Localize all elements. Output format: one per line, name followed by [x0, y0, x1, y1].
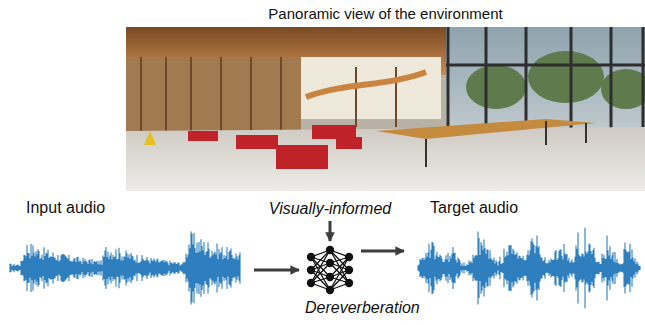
panorama-scene [126, 27, 645, 191]
graphic-part [466, 65, 526, 109]
graphic-part [220, 57, 222, 137]
graphic-part [528, 51, 604, 103]
node-label: Panoramic view of the environment [126, 0, 645, 23]
graphic-part [165, 57, 167, 137]
audio-box: Input audio [8, 198, 248, 304]
panorama-panel: Panoramic view of the environment [126, 0, 645, 26]
floor [126, 127, 645, 191]
graphic-part [140, 57, 142, 137]
flow-arrow [254, 269, 299, 272]
graphic-part [355, 67, 357, 127]
long-table [376, 119, 596, 139]
net-neuron [307, 253, 315, 261]
wall-slats [141, 57, 396, 137]
net-neuron [345, 266, 353, 274]
net-neuron [326, 246, 334, 254]
component-label: Dereverberation [305, 298, 355, 317]
net-neuron [345, 253, 353, 261]
graphic-part [188, 131, 218, 141]
graphic-part [276, 145, 328, 169]
graphic-part [236, 135, 278, 149]
net-neuron [307, 266, 315, 274]
net-neuron [307, 279, 315, 287]
node-label: Visually-informed [269, 199, 391, 218]
trees [466, 51, 645, 109]
flow-arrow [361, 250, 404, 253]
net-neuron [345, 279, 353, 287]
graphic-part [642, 27, 645, 139]
table-legs [426, 121, 586, 167]
graphic-part [601, 69, 645, 109]
stair-ribbon [306, 72, 426, 97]
graphic-part [610, 27, 613, 139]
condition-label: Visually-informed [269, 199, 391, 218]
graphic-part [545, 121, 547, 145]
audio-box: Target audio [410, 198, 642, 304]
reverberant-waveform [10, 232, 240, 305]
caution-sign [144, 131, 156, 145]
graphic-part [395, 67, 397, 127]
net-neuron [326, 286, 334, 294]
graphic-part [190, 57, 192, 137]
graphic-part [250, 57, 252, 137]
left-wall [126, 57, 301, 137]
net-neuron [326, 259, 334, 267]
graphic-part [336, 137, 362, 149]
graphic-part [425, 139, 427, 167]
node-label: Input audio [8, 198, 248, 217]
net-neuron [326, 273, 334, 281]
skylight [301, 57, 441, 119]
photo-ground [126, 27, 645, 191]
clean-waveform [418, 228, 640, 308]
neural-net-icon [305, 245, 355, 295]
graphic-part [280, 57, 282, 137]
graphic-part [585, 123, 587, 143]
graphic-part [312, 125, 356, 139]
flow-arrow [329, 221, 332, 241]
red-sofas [188, 125, 362, 169]
graphic-part [446, 64, 645, 67]
graphic-part [447, 27, 450, 139]
network-box: Dereverberation [305, 245, 355, 295]
node-label: Target audio [410, 198, 642, 217]
graphic-part [485, 27, 488, 139]
